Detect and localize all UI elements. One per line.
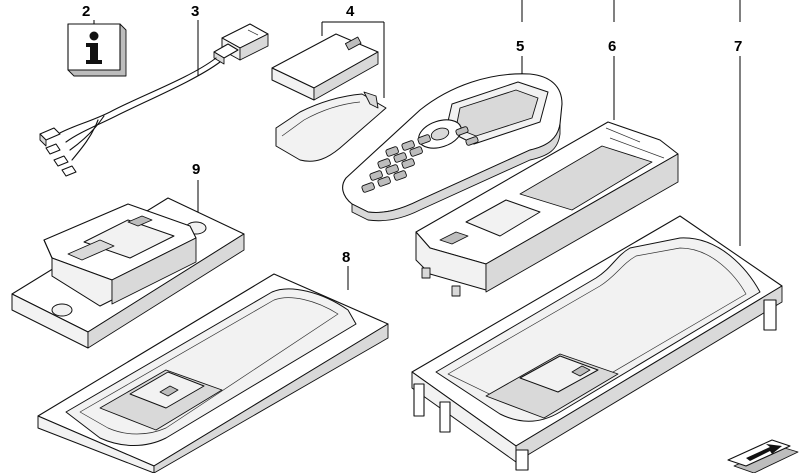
part-7-large-tray [411,215,783,471]
handset-keypad [361,126,479,193]
part-6-cradle [415,121,679,297]
arrow-icon[interactable] [727,439,799,473]
label-2: 2 [82,3,90,20]
part-8-tray [37,273,389,473]
label-8: 8 [342,249,350,266]
part-9-base-cradle [11,197,245,349]
label-6: 6 [608,38,616,55]
label-3: 3 [191,3,199,20]
part-3-cable [39,23,269,177]
part-4-battery-cover [275,91,387,162]
label-9: 9 [192,161,200,178]
label-4: 4 [346,3,355,20]
part-5-handset [342,73,563,222]
label-7: 7 [734,38,742,55]
part-2-info-box [67,23,127,77]
label-5: 5 [516,38,524,55]
part-4-battery [271,33,379,101]
